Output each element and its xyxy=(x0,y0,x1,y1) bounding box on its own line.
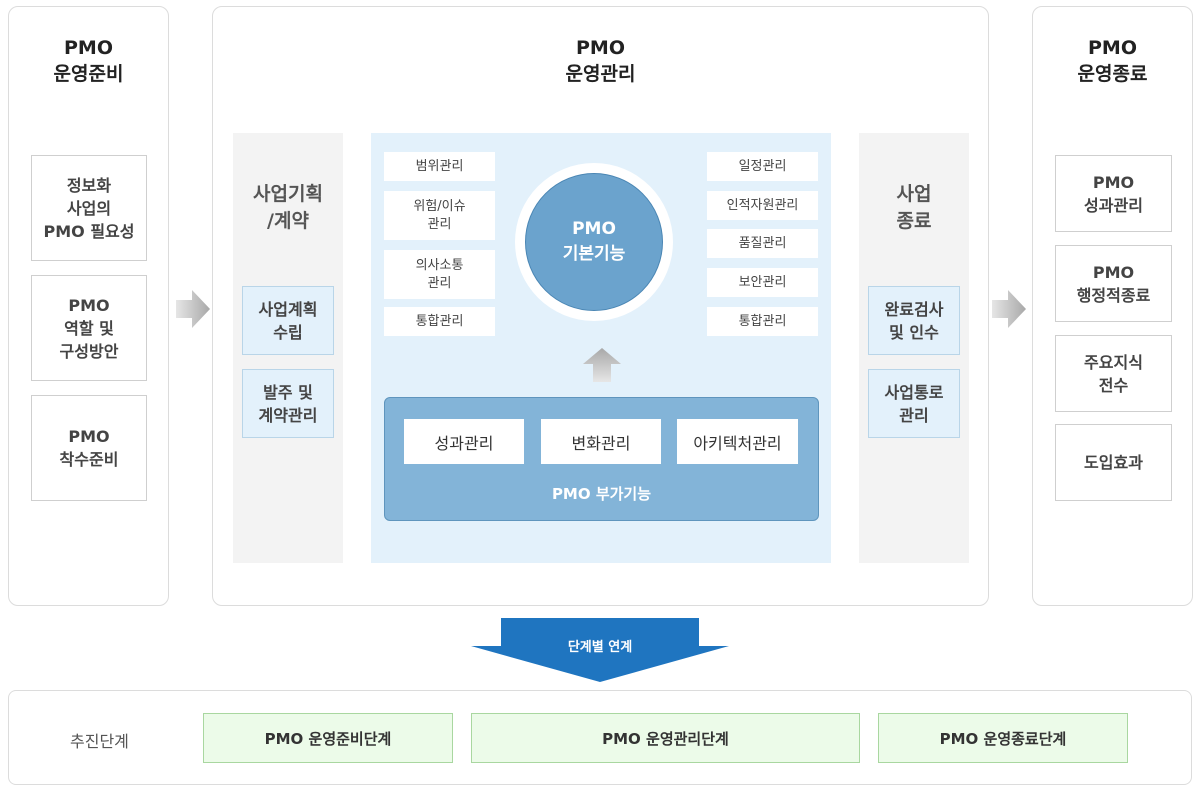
core-item-hr: 인적자원관리 xyxy=(707,191,818,220)
stage-end: PMO 운영종료단계 xyxy=(878,713,1128,763)
end-item-effect: 도입효과 xyxy=(1055,424,1172,501)
core-item-integration-right: 통합관리 xyxy=(707,307,818,336)
stage-mgmt: PMO 운영관리단계 xyxy=(471,713,860,763)
core-item-quality: 품질관리 xyxy=(707,229,818,258)
prep-item-role: PMO 역할 및 구성방안 xyxy=(31,275,147,381)
addon-item-change: 변화관리 xyxy=(541,419,661,464)
mgmt-title: PMO 운영관리 xyxy=(565,37,636,85)
stages-label: 추진단계 xyxy=(70,732,129,751)
stage-prep: PMO 운영준비단계 xyxy=(203,713,453,763)
core-circle: PMO 기본기능 xyxy=(525,173,663,311)
planning-title: 사업기획 /계약 xyxy=(253,183,323,232)
link-label: 단계별 연계 xyxy=(567,640,633,655)
closing-title: 사업 종료 xyxy=(896,183,932,232)
addon-panel: 성과관리 변화관리 아키텍처관리 PMO 부가기능 xyxy=(384,397,819,521)
arrow-up-icon xyxy=(583,348,621,382)
addon-item-performance: 성과관리 xyxy=(404,419,524,464)
arrow-right-icon xyxy=(992,290,1026,328)
prep-item-necessity: 정보화 사업의 PMO 필요성 xyxy=(31,155,147,261)
prep-title: PMO 운영준비 xyxy=(53,37,124,85)
end-title: PMO 운영종료 xyxy=(1077,37,1148,85)
core-item-security: 보안관리 xyxy=(707,268,818,297)
prep-item-kickoff: PMO 착수준비 xyxy=(31,395,147,501)
addon-label: PMO 부가기능 xyxy=(551,485,652,503)
link-arrow-down-icon xyxy=(471,618,729,682)
core-item-schedule: 일정관리 xyxy=(707,152,818,181)
arrow-right-icon xyxy=(176,290,210,328)
addon-item-architecture: 아키텍처관리 xyxy=(677,419,798,464)
core-item-integration-left: 통합관리 xyxy=(384,307,495,336)
core-item-scope: 범위관리 xyxy=(384,152,495,181)
